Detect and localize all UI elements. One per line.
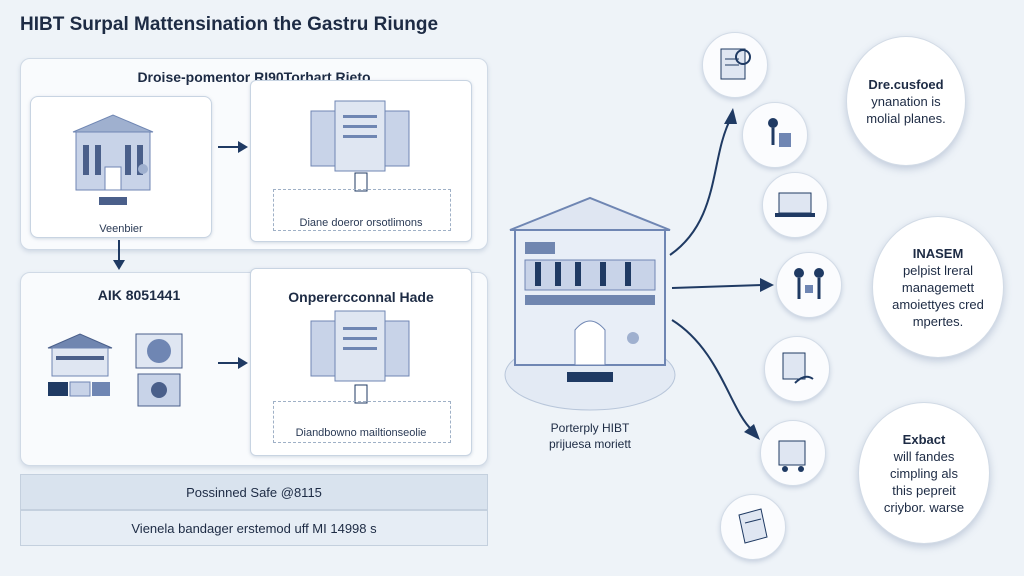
arrow-right-icon bbox=[218, 141, 248, 153]
top-left-card: Veenbier bbox=[30, 96, 212, 238]
bubble-middle-line3: managemett bbox=[901, 279, 975, 295]
top-right-caption-frame bbox=[273, 189, 451, 231]
document-stack-icon bbox=[310, 100, 410, 192]
traveler-icon bbox=[742, 102, 808, 168]
bubble-bottom-line5: criybor. warse bbox=[883, 499, 965, 515]
top-right-card: Diane doeror orsotlimons bbox=[250, 80, 472, 242]
page-title: HIBT Surpal Mattensination the Gastru Ri… bbox=[20, 14, 439, 35]
bubble-top-line3: molial planes. bbox=[866, 110, 946, 126]
bank-building-icon bbox=[72, 114, 154, 205]
map-monitor-icon bbox=[135, 333, 183, 407]
two-people-icon bbox=[776, 252, 842, 318]
bottom-right-caption-frame bbox=[273, 401, 451, 443]
bubble-bottom-line2: will fandes bbox=[893, 448, 955, 464]
info-bar-1: Possinned Safe @8115 bbox=[20, 474, 488, 510]
info-bubble-middle: INASEM pelpist lreral managemett amoiett… bbox=[872, 216, 1004, 358]
info-bar-2: Vienela bandager erstemod uff MI 14998 s bbox=[20, 510, 488, 546]
brochure-icon bbox=[720, 494, 786, 560]
center-label: Porterply HIBT prijuesa moriett bbox=[520, 420, 660, 452]
bubble-middle-line2: pelpist lreral bbox=[902, 262, 974, 278]
bubble-top-line2: ynanation is bbox=[871, 93, 941, 109]
hand-document-icon bbox=[764, 336, 830, 402]
laptop-icon bbox=[762, 172, 828, 238]
bubble-middle-line1: INASEM bbox=[912, 245, 964, 261]
center-label-line1: Porterply HIBT bbox=[550, 421, 630, 435]
arrow-down-icon bbox=[113, 240, 125, 270]
bubble-middle-line4: amoiettyes cred bbox=[892, 296, 984, 312]
bubble-bottom-line4: this pepreit bbox=[892, 482, 956, 498]
bottom-right-title: Onperercconnal Hade bbox=[288, 289, 434, 305]
bottom-panel-left-title: AIK 8051441 bbox=[97, 287, 181, 303]
center-label-line2: prijuesa moriett bbox=[548, 437, 632, 451]
bottom-right-caption: Diandbowno mailtionseolie bbox=[295, 427, 427, 439]
central-building-icon bbox=[504, 196, 676, 411]
bubble-bottom-line1: Exbact bbox=[902, 431, 946, 447]
arrow-right-icon bbox=[218, 357, 248, 369]
bubble-bottom-line3: cimpling als bbox=[890, 465, 958, 481]
top-left-caption: Veenbier bbox=[99, 223, 143, 235]
pavilion-icon bbox=[47, 333, 113, 397]
document-glasses-icon bbox=[702, 32, 768, 98]
bubble-middle-line5: mpertes. bbox=[912, 313, 964, 329]
bubble-top-line1: Dre.cusfoed bbox=[868, 76, 944, 92]
bottom-right-card: Onperercconnal Hade Diandbowno mailtions… bbox=[250, 268, 472, 456]
top-right-caption: Diane doeror orsotlimons bbox=[299, 217, 423, 229]
document-stack-icon bbox=[310, 310, 410, 404]
travel-cart-icon bbox=[760, 420, 826, 486]
info-bubble-top: Dre.cusfoed ynanation is molial planes. bbox=[846, 36, 966, 166]
info-bubble-bottom: Exbact will fandes cimpling als this pep… bbox=[858, 402, 990, 544]
